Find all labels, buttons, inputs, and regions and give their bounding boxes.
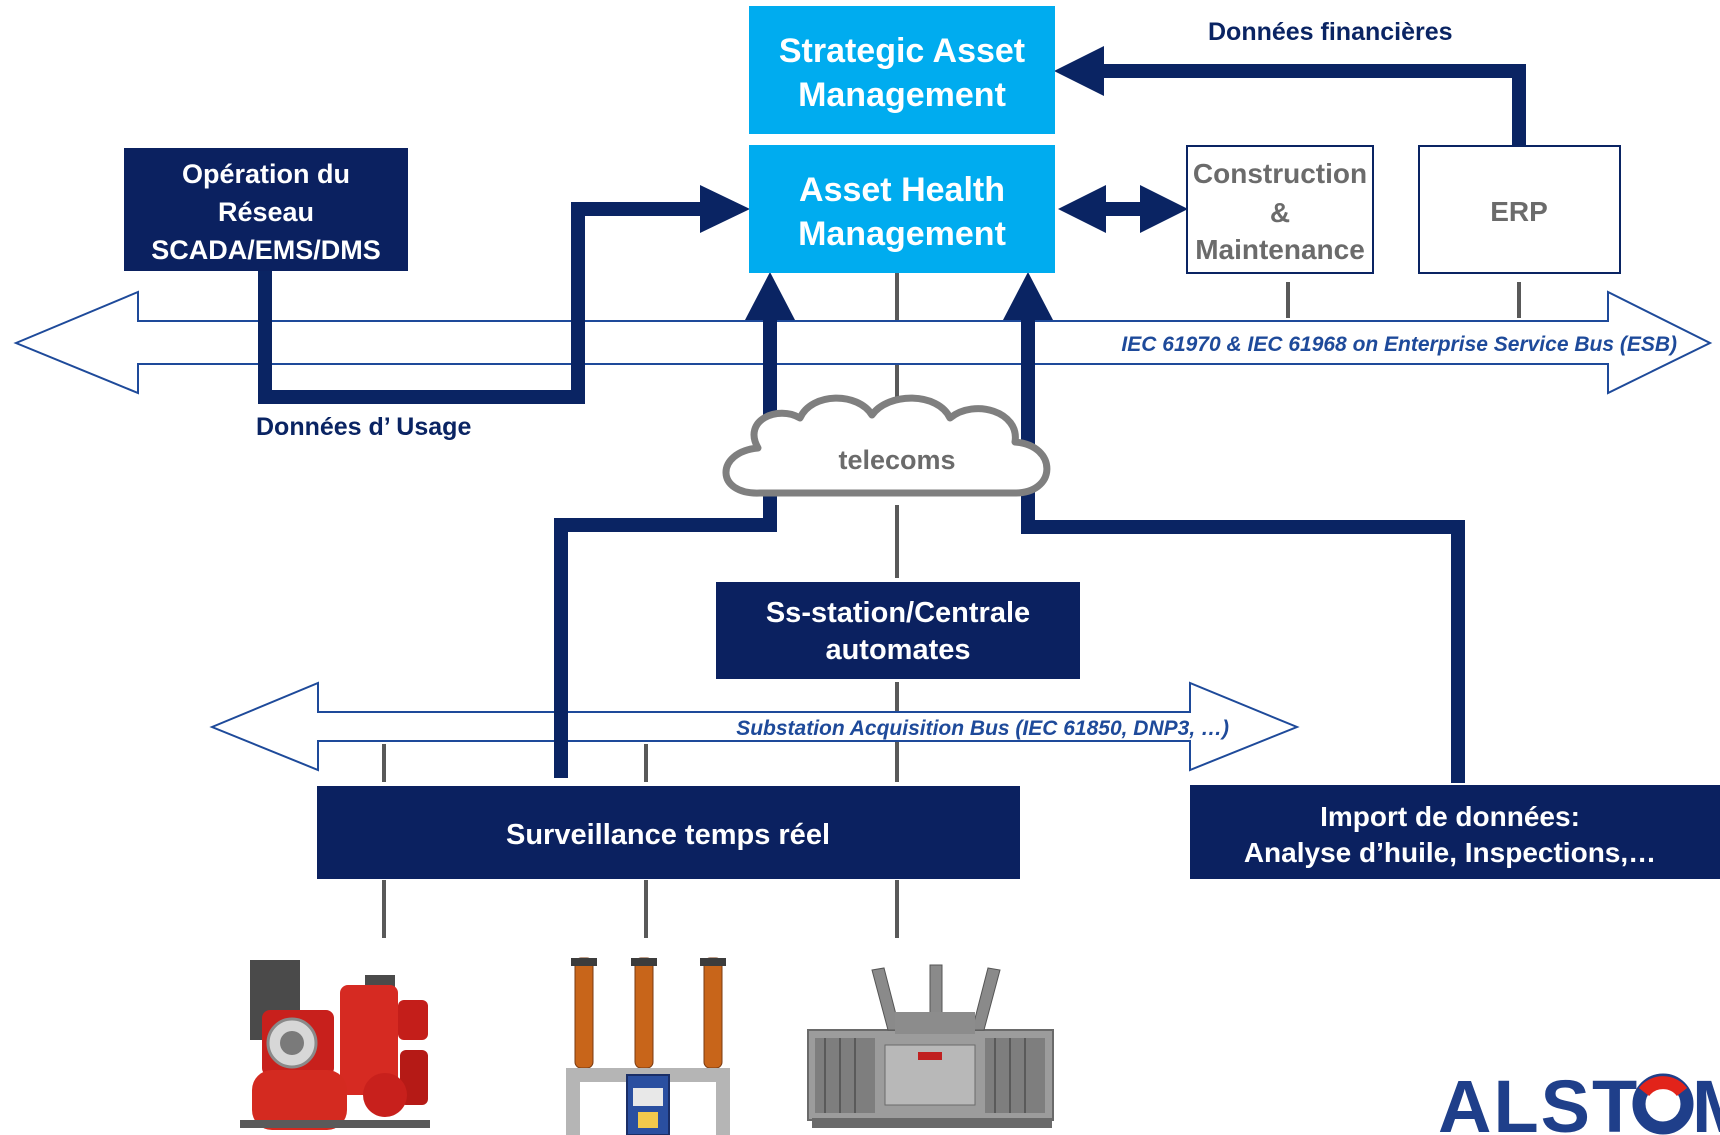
asset-health-management-box: Asset Health Management [749, 145, 1055, 273]
import-line2: Analyse d’huile, Inspections,… [1244, 837, 1656, 868]
construction-left-arrowhead [1058, 185, 1106, 233]
realtime-arrowhead [745, 272, 795, 320]
construction-right-arrowhead [1140, 185, 1188, 233]
financial-data-line [1100, 64, 1526, 145]
telecoms-cloud: telecoms [722, 394, 1051, 497]
operation-reseau-box: Opération du Réseau SCADA/EMS/DMS [124, 148, 408, 271]
import-arrowhead [1003, 272, 1053, 320]
erp-label: ERP [1490, 196, 1548, 227]
health-line1: Asset Health [799, 171, 1005, 209]
construction-maintenance-box: Construction & Maintenance [1186, 145, 1374, 274]
substation-box: Ss-station/Centrale automates [716, 582, 1080, 679]
strategic-line2: Management [798, 76, 1006, 114]
esb-bus-label: IEC 61970 & IEC 61968 on Enterprise Serv… [1121, 333, 1677, 356]
operation-line2: Réseau [218, 197, 314, 227]
realtime-flow-line [554, 310, 777, 778]
circuit-breaker-image [566, 957, 730, 1135]
usage-data-label: Données d’ Usage [256, 413, 471, 441]
strategic-asset-management-box: Strategic Asset Management [749, 6, 1055, 134]
svg-text:ALST: ALST [1438, 1065, 1639, 1135]
erp-box: ERP [1418, 145, 1621, 274]
construction-line2: & [1270, 197, 1290, 228]
strategic-line1: Strategic Asset [779, 32, 1025, 70]
esb-bus-arrow [13, 290, 1713, 395]
svg-text:M: M [1692, 1065, 1720, 1135]
surveillance-label: Surveillance temps réel [506, 819, 830, 851]
health-line2: Management [798, 215, 1006, 253]
gas-insulated-switchgear-image [240, 960, 430, 1130]
substation-line1: Ss-station/Centrale [766, 597, 1030, 629]
operation-line1: Opération du [182, 159, 350, 189]
usage-data-line [258, 202, 714, 404]
import-box: Import de données: Analyse d’huile, Insp… [1190, 785, 1720, 879]
import-line1: Import de données: [1320, 801, 1580, 832]
construction-line1: Construction [1193, 158, 1367, 189]
financial-arrowhead [1054, 46, 1104, 96]
construction-line3: Maintenance [1195, 234, 1365, 265]
power-transformer-image [807, 964, 1054, 1128]
import-flow-line [1021, 310, 1465, 783]
usage-arrowhead [700, 185, 750, 233]
financial-data-label: Données financières [1208, 18, 1453, 46]
operation-line3: SCADA/EMS/DMS [151, 235, 381, 265]
arrowheads [700, 46, 1188, 320]
sab-bus-arrow [209, 681, 1300, 772]
surveillance-box: Surveillance temps réel [317, 786, 1020, 879]
telecoms-label: telecoms [838, 445, 955, 475]
sab-bus-label: Substation Acquisition Bus (IEC 61850, D… [736, 717, 1229, 740]
alstom-logo: ALST M [1438, 1065, 1720, 1135]
substation-line2: automates [825, 634, 970, 666]
